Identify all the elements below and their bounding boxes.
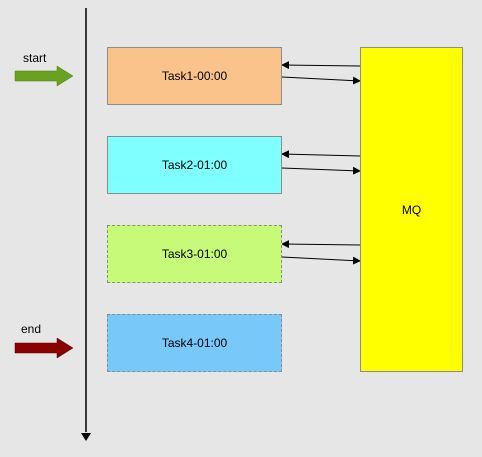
task4-label: Task4-01:00 (161, 336, 228, 350)
end-arrow (14, 337, 74, 359)
start-arrow (14, 65, 74, 87)
timeline-arrowhead (81, 433, 91, 441)
start-label: start (23, 51, 47, 65)
task2-label: Task2-01:00 (161, 158, 228, 172)
mq-to-task3-connector (281, 240, 361, 249)
end-label: end (21, 322, 42, 336)
task1-label: Task1-00:00 (161, 69, 228, 83)
task3-to-mq-connector (281, 256, 361, 265)
task1-to-mq-connector (281, 76, 361, 85)
task2-to-mq-connector (281, 166, 361, 175)
task2-box: Task2-01:00 (107, 136, 282, 194)
message-queue-box: MQ (360, 47, 463, 372)
task3-label: Task3-01:00 (161, 247, 228, 261)
mq-to-task2-connector (281, 150, 361, 159)
task4-box: Task4-01:00 (107, 314, 282, 372)
mq-to-task1-connector (281, 61, 361, 70)
message-queue-label: MQ (401, 202, 422, 217)
task3-box: Task3-01:00 (107, 225, 282, 283)
task1-box: Task1-00:00 (107, 47, 282, 105)
